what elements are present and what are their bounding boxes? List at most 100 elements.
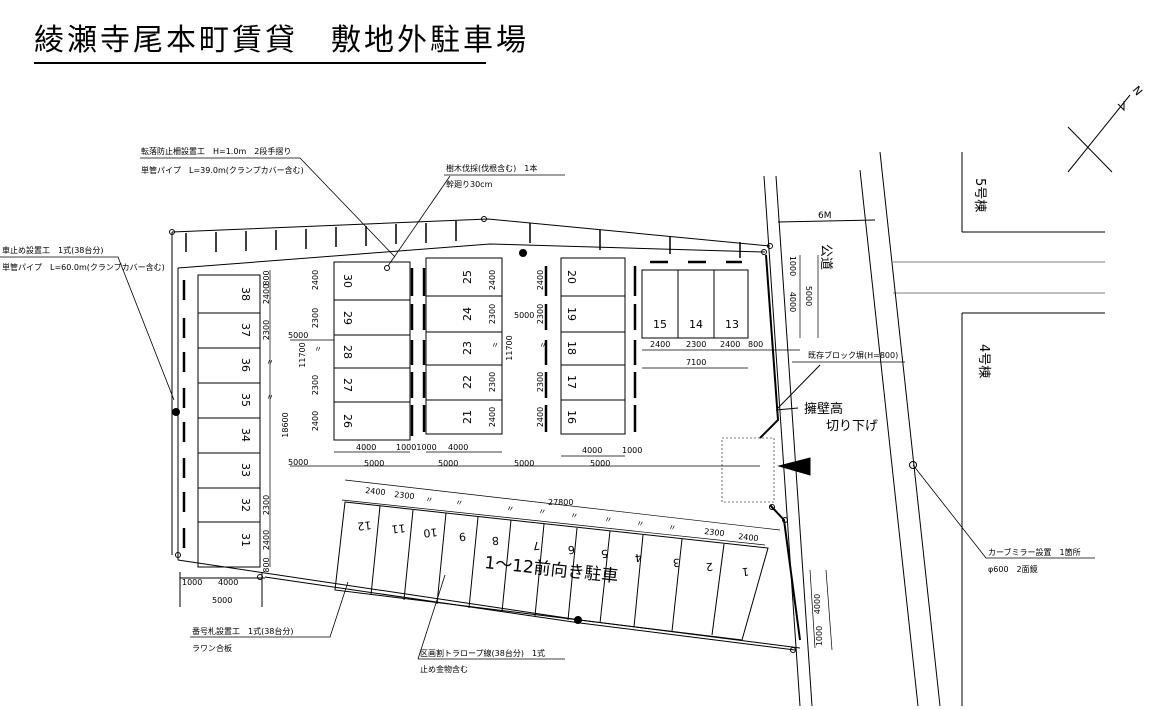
dim-2400-h: 2400 bbox=[536, 407, 545, 427]
dim-800-left: 800 bbox=[262, 270, 271, 285]
stall-labels-left: 38 37 36 35 34 33 32 31 bbox=[239, 287, 252, 547]
stall-13: 13 bbox=[725, 318, 739, 331]
stall-16: 16 bbox=[565, 410, 578, 424]
stall-5: 5 bbox=[600, 547, 608, 561]
retaining-arrow bbox=[775, 407, 799, 411]
stopper-sub: 単管パイプ L=60.0m(クランプカバー含む) bbox=[2, 262, 165, 272]
front-parking-label: 1～12前向き駐車 bbox=[483, 553, 619, 587]
stall-labels-b: 25 24 23 22 21 bbox=[461, 270, 474, 424]
stall-31: 31 bbox=[239, 533, 252, 547]
stall-labels-bottom: 12 11 10 9 8 7 6 5 4 3 2 1 bbox=[357, 518, 750, 578]
dim-rep-bt6: 〃 bbox=[604, 515, 613, 525]
stall-14: 14 bbox=[689, 318, 703, 331]
dim-11700-a: 11700 bbox=[298, 342, 307, 367]
dim-5000-l2: 5000 bbox=[288, 458, 308, 467]
stall-30: 30 bbox=[341, 274, 354, 288]
dim-rep-bt1: 〃 bbox=[425, 495, 434, 505]
stall-group-a bbox=[333, 261, 411, 441]
stall-4: 4 bbox=[634, 551, 642, 565]
stall-10: 10 bbox=[423, 525, 438, 539]
dim-5000-bl: 5000 bbox=[212, 596, 232, 605]
dim-800-t: 800 bbox=[748, 340, 763, 349]
dim-4000-a: 4000 bbox=[356, 443, 376, 452]
dim-2400-g: 2400 bbox=[536, 270, 545, 290]
dimension-lines bbox=[269, 255, 833, 651]
stall-8: 8 bbox=[491, 534, 499, 548]
stall-labels-top-right: 15 14 13 bbox=[653, 318, 739, 331]
fence-posts bbox=[185, 221, 741, 258]
dim-1000-bl: 1000 bbox=[182, 578, 202, 587]
stall-21: 21 bbox=[461, 410, 474, 424]
stall-22: 22 bbox=[461, 375, 474, 389]
rope-sub: 止め金物含む bbox=[420, 664, 468, 674]
dim-2300-e: 2300 bbox=[488, 304, 497, 324]
dim-5000-r: 5000 bbox=[804, 286, 813, 306]
stall-37: 37 bbox=[239, 323, 252, 337]
dimension-texts: 2400 2300 〃 〃 18600 2300 2400 800 800 10… bbox=[182, 256, 824, 646]
dim-7100: 7100 bbox=[686, 358, 706, 367]
dim-rep-bt3: 〃 bbox=[506, 504, 515, 514]
retaining-label-2: 切り下げ bbox=[826, 419, 878, 434]
stall-33: 33 bbox=[239, 463, 252, 477]
stall-labels-c: 20 19 18 17 16 bbox=[565, 270, 578, 424]
dim-2400-bt2: 2400 bbox=[738, 532, 759, 543]
dim-18600: 18600 bbox=[281, 412, 290, 437]
dim-1000-c: 1000 bbox=[622, 446, 642, 455]
block-wall-label: 既存ブロック塀(H=800) bbox=[808, 350, 898, 360]
dim-27800: 27800 bbox=[548, 498, 573, 507]
dim-5000-b: 5000 bbox=[438, 459, 458, 468]
fence-title: 転落防止柵設置工 H=1.0m 2段手摺り bbox=[141, 146, 291, 156]
dim-2300-h: 2300 bbox=[536, 372, 545, 392]
dim-2300-bt1: 2300 bbox=[394, 490, 415, 501]
building-5-label: 5号棟 bbox=[972, 178, 987, 212]
stall-3: 3 bbox=[672, 556, 680, 570]
stall-24: 24 bbox=[461, 307, 474, 321]
dim-2400-c: 2400 bbox=[311, 270, 320, 290]
wheel-stops-mid bbox=[410, 266, 637, 436]
stall-1: 1 bbox=[741, 565, 749, 579]
dim-4000-r: 4000 bbox=[788, 292, 797, 312]
dim-rep-bt8: 〃 bbox=[668, 523, 677, 533]
mirror-sub: φ600 2面鏡 bbox=[988, 564, 1038, 574]
stopper-title: 車止め設置工 1式(38台分) bbox=[2, 245, 104, 255]
dim-rep-bt5: 〃 bbox=[570, 511, 579, 521]
dim-1000-br: 1000 bbox=[815, 626, 824, 646]
north-arrow bbox=[1067, 94, 1131, 173]
leader-lines bbox=[0, 157, 1095, 660]
stall-group-bottom bbox=[334, 501, 769, 641]
public-road-lines bbox=[763, 151, 1105, 707]
stall-28: 28 bbox=[341, 345, 354, 359]
stall-23: 23 bbox=[461, 341, 474, 355]
stall-34: 34 bbox=[239, 428, 252, 442]
dim-rep-bt7: 〃 bbox=[636, 519, 645, 529]
dim-2300-a: 2300 bbox=[262, 320, 271, 340]
dim-2400-f: 2400 bbox=[488, 407, 497, 427]
stopper-marker bbox=[172, 408, 180, 416]
dim-rep-bt2: 〃 bbox=[455, 498, 464, 508]
public-road-label: 公道 bbox=[818, 244, 833, 270]
retaining-label-1: 擁壁高 bbox=[804, 401, 843, 417]
dim-5000-mid: 5000 bbox=[514, 459, 534, 468]
stall-27: 27 bbox=[341, 378, 354, 392]
dim-2300-c: 2300 bbox=[311, 308, 320, 328]
dim-4000-bl: 4000 bbox=[218, 578, 238, 587]
dim-rep-e: 〃 bbox=[491, 341, 499, 350]
fence-sub: 単管パイプ L=39.0m(クランプカバー含む) bbox=[141, 165, 304, 175]
dim-4000-c: 4000 bbox=[582, 446, 602, 455]
stall-2: 2 bbox=[705, 560, 713, 574]
building-4-label: 4号棟 bbox=[976, 344, 991, 378]
dim-5000-d: 5000 bbox=[590, 459, 610, 468]
stall-32: 32 bbox=[239, 498, 252, 512]
stall-7: 7 bbox=[532, 539, 540, 553]
dim-2300-d: 2300 bbox=[311, 375, 320, 395]
stall-36: 36 bbox=[239, 358, 252, 372]
stall-15: 15 bbox=[653, 318, 667, 331]
dim-2400-b: 2400 bbox=[262, 530, 271, 550]
stall-9: 9 bbox=[458, 530, 466, 544]
annotation-texts: 転落防止柵設置工 H=1.0m 2段手摺り 単管パイプ L=39.0m(クランプ… bbox=[2, 84, 1145, 674]
stall-25: 25 bbox=[461, 270, 474, 284]
stall-group-top-right bbox=[641, 269, 749, 339]
dim-2300-t: 2300 bbox=[686, 340, 706, 349]
stall-17: 17 bbox=[565, 375, 578, 389]
